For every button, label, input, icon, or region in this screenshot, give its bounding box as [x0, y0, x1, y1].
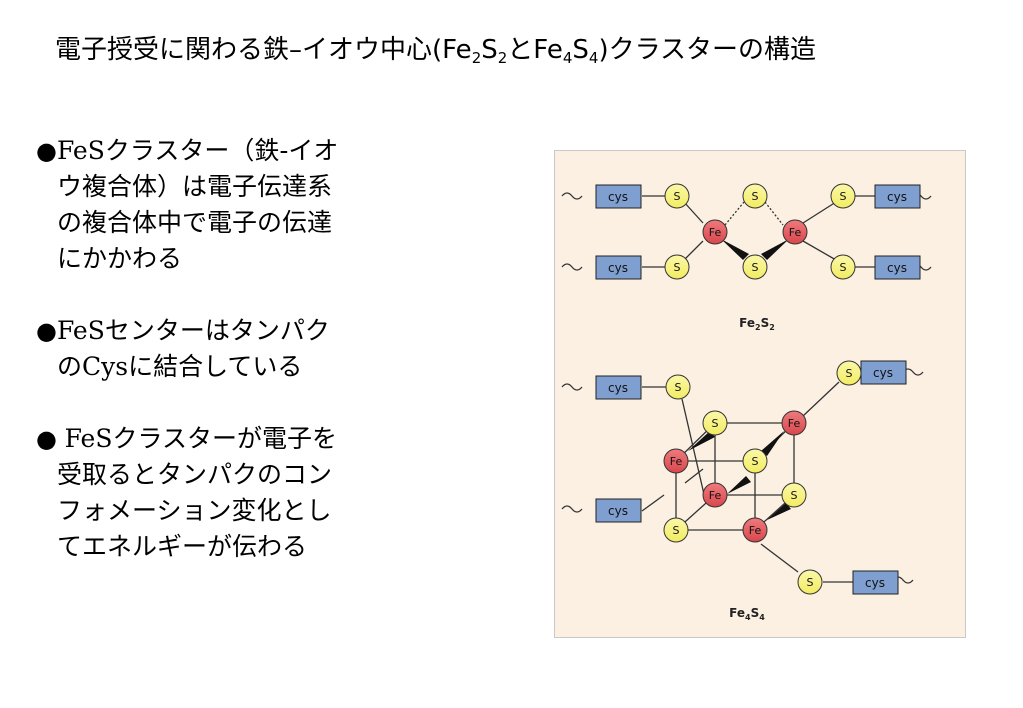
iron-atom — [781, 410, 807, 436]
iron-sulfur-cluster-figure: cys cys cys cys cys cys cys cys S — [554, 150, 966, 638]
sulfur-label: S — [674, 190, 681, 203]
cys-boxes — [595, 184, 921, 595]
iron-label: Fe — [749, 524, 762, 537]
sulfur-atom — [664, 183, 690, 209]
iron-label: Fe — [709, 489, 722, 502]
caption-fe2s2: Fe2S2 — [739, 316, 775, 332]
cys-label: cys — [608, 504, 628, 518]
cys-label: cys — [873, 366, 893, 380]
page-title: 電子授受に関わる鉄–イオウ中心(Fe2S2とFe4S4)クラスターの構造 — [55, 35, 817, 67]
bond — [641, 494, 665, 512]
bond — [760, 543, 799, 573]
sulfur-atom — [797, 569, 823, 595]
iron-label: Fe — [709, 226, 722, 239]
sulfur-label: S — [674, 261, 681, 274]
fe4s4-bonds — [561, 368, 924, 584]
sulfur-label: S — [675, 381, 682, 394]
sulfur-label: S — [712, 417, 719, 430]
sulfur-atoms — [663, 183, 862, 595]
bond — [683, 240, 704, 261]
cys-box — [874, 255, 921, 280]
sulfur-labels: S S S S S S S S S S S S S — [673, 190, 853, 589]
wavy-chain — [561, 505, 583, 513]
sulfur-atom — [830, 254, 856, 280]
cys-box — [595, 498, 642, 523]
sulfur-atom — [665, 374, 691, 400]
iron-atoms — [663, 219, 808, 543]
cys-label: cys — [887, 261, 907, 275]
cys-box — [874, 184, 921, 209]
cluster-diagram-svg: cys cys cys cys cys cys cys cys S — [561, 183, 932, 622]
iron-labels: Fe Fe Fe Fe Fe Fe — [670, 226, 802, 537]
sulfur-label: S — [752, 261, 759, 274]
caption-fe4s4: Fe4S4 — [729, 606, 765, 622]
bullet-dot: ● — [36, 425, 65, 453]
sulfur-label: S — [807, 576, 814, 589]
bullet-item-3: ● FeSクラスターが電子を 受取るとタンパクのコン フォメーション変化とし て… — [36, 424, 337, 561]
bond — [802, 201, 837, 224]
cys-label: cys — [865, 576, 885, 590]
fe2s2-wedge-bonds — [721, 239, 789, 260]
hashed-bond — [724, 201, 745, 226]
sulfur-atom — [664, 254, 690, 280]
cys-box — [595, 255, 642, 280]
sulfur-atom — [742, 183, 768, 209]
iron-atom — [782, 219, 808, 245]
sulfur-atom — [742, 448, 768, 474]
cys-box — [852, 570, 899, 595]
iron-atom — [702, 219, 728, 245]
wavy-chain — [561, 383, 583, 391]
hashed-bond — [764, 201, 784, 226]
iron-label: Fe — [788, 417, 801, 430]
wedge-bond — [767, 503, 791, 520]
sulfur-label: S — [673, 524, 680, 537]
sulfur-atom — [830, 183, 856, 209]
iron-atom — [742, 517, 768, 543]
wavy-chain — [561, 263, 583, 271]
cys-label: cys — [608, 261, 628, 275]
cys-labels: cys cys cys cys cys cys cys cys — [608, 190, 907, 590]
cys-label: cys — [608, 381, 628, 395]
sulfur-atom — [702, 410, 728, 436]
sulfur-label: S — [846, 367, 853, 380]
wedge-bond — [761, 239, 789, 260]
bullet-list: ●FeSクラスター（鉄-イオ ウ複合体）は電子伝達系 の複合体中で電子の伝達 に… — [36, 133, 436, 601]
bullet-item-2: ●FeSセンターはタンパク のCysに結合している — [36, 316, 330, 381]
sulfur-atom — [663, 517, 689, 543]
cys-box — [595, 375, 642, 400]
iron-atom — [702, 482, 728, 508]
iron-label: Fe — [789, 226, 802, 239]
bond — [802, 381, 840, 417]
wedge-bond — [727, 476, 751, 494]
sulfur-atom — [781, 482, 807, 508]
bond — [683, 201, 704, 224]
sulfur-label: S — [752, 455, 759, 468]
cys-box — [595, 184, 642, 209]
sulfur-label: S — [840, 190, 847, 203]
bond — [802, 240, 837, 261]
iron-label: Fe — [670, 455, 683, 468]
fe2s2-hashed-bonds — [724, 201, 784, 226]
sulfur-atom — [836, 360, 862, 386]
bond — [681, 398, 707, 504]
sulfur-label: S — [840, 261, 847, 274]
wedge-bond — [688, 431, 715, 451]
wedge-bond — [761, 431, 784, 456]
wavy-chain — [561, 192, 583, 200]
cys-label: cys — [887, 190, 907, 204]
sulfur-atom — [742, 254, 768, 280]
wedge-bond — [721, 239, 749, 260]
fe4s4-wedge-bonds — [688, 431, 791, 520]
iron-atom — [663, 448, 689, 474]
bullet-item-1: ●FeSクラスター（鉄-イオ ウ複合体）は電子伝達系 の複合体中で電子の伝達 に… — [36, 136, 339, 273]
sulfur-label: S — [791, 489, 798, 502]
cys-label: cys — [608, 190, 628, 204]
bullet-dot: ● — [36, 137, 57, 165]
sulfur-label: S — [752, 190, 759, 203]
bond — [684, 468, 704, 484]
bullet-dot: ● — [36, 317, 57, 345]
